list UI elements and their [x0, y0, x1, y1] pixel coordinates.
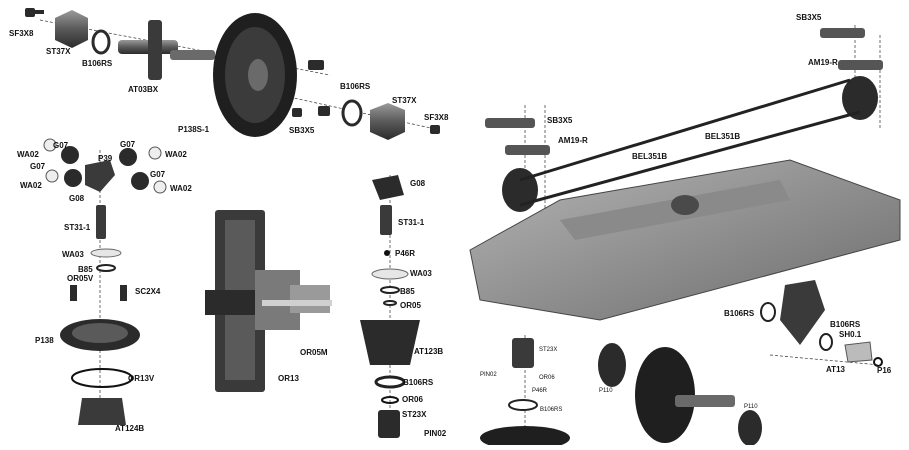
- part-label: B85: [400, 287, 415, 296]
- part-label: B85: [78, 265, 93, 274]
- part-label: G07: [53, 141, 69, 150]
- part-label: P16: [877, 366, 892, 375]
- part-label: P138: [35, 336, 54, 345]
- part-label: P39: [98, 154, 113, 163]
- part-label: ST31-1: [64, 223, 91, 232]
- part-label: B106RS: [724, 309, 755, 318]
- part-label: SB3X5: [547, 116, 573, 125]
- part-label: ST23X: [539, 347, 558, 353]
- part-label: G08: [69, 194, 85, 203]
- part-label: PIN02: [424, 429, 447, 438]
- part-label: BEL351B: [632, 152, 668, 161]
- part-label: OR06: [402, 395, 423, 404]
- part-label: AT124B: [115, 424, 145, 433]
- part-label: BEL351B: [705, 132, 741, 141]
- part-label: G07: [150, 170, 166, 179]
- diff-column-right: [360, 175, 420, 438]
- part-label: SH0.1: [839, 330, 862, 339]
- part-label: ST23X: [402, 410, 427, 419]
- part-label: P110: [599, 388, 613, 394]
- part-label: AM19-R: [558, 136, 588, 145]
- part-label: B106RS: [82, 59, 113, 68]
- part-label: AT123B: [414, 347, 444, 356]
- part-label: G07: [30, 162, 46, 171]
- part-label: SB3X5: [289, 126, 315, 135]
- part-label: P110: [744, 404, 758, 410]
- part-label: AT13: [826, 365, 845, 374]
- part-label: B106RS: [340, 82, 371, 91]
- chassis-assembly: [469, 28, 901, 321]
- part-label: WA03: [62, 250, 84, 259]
- part-label: P46R: [532, 388, 548, 394]
- part-label: WA02: [165, 150, 187, 159]
- bottom-parts: [480, 280, 883, 450]
- part-label: WA02: [20, 181, 42, 190]
- part-label: OR13: [278, 374, 299, 383]
- part-label: P138S-1: [178, 125, 210, 134]
- spur-assembly-top: [25, 8, 440, 140]
- part-label: OR05: [400, 301, 421, 310]
- part-label: WA02: [17, 150, 39, 159]
- part-label: WA03: [410, 269, 432, 278]
- part-label: OR05M: [300, 348, 328, 357]
- part-label: G07: [120, 140, 136, 149]
- part-label: AM19-R: [808, 58, 838, 67]
- part-label: ST37X: [46, 47, 71, 56]
- part-label: G08: [410, 179, 426, 188]
- part-label: WA02: [170, 184, 192, 193]
- part-label: SF3X8: [424, 113, 449, 122]
- part-label: B106RS: [830, 320, 861, 329]
- diff-gears-left: [43, 138, 167, 425]
- part-label: B106RS: [403, 378, 434, 387]
- part-label: B106RS: [540, 407, 563, 413]
- section-cutaway: [205, 210, 332, 392]
- part-label: ST37X: [392, 96, 417, 105]
- part-label: OR06: [539, 375, 555, 381]
- part-label: ST31-1: [398, 218, 425, 227]
- part-label: OR13V: [128, 374, 155, 383]
- part-label: P46R: [395, 249, 416, 258]
- part-label: AT03BX: [128, 85, 159, 94]
- part-label: SF3X8: [9, 29, 34, 38]
- part-label: OR05V: [67, 274, 94, 283]
- part-label: PIN02: [480, 372, 497, 378]
- part-label: SC2X4: [135, 287, 161, 296]
- part-label: SB3X5: [796, 13, 822, 22]
